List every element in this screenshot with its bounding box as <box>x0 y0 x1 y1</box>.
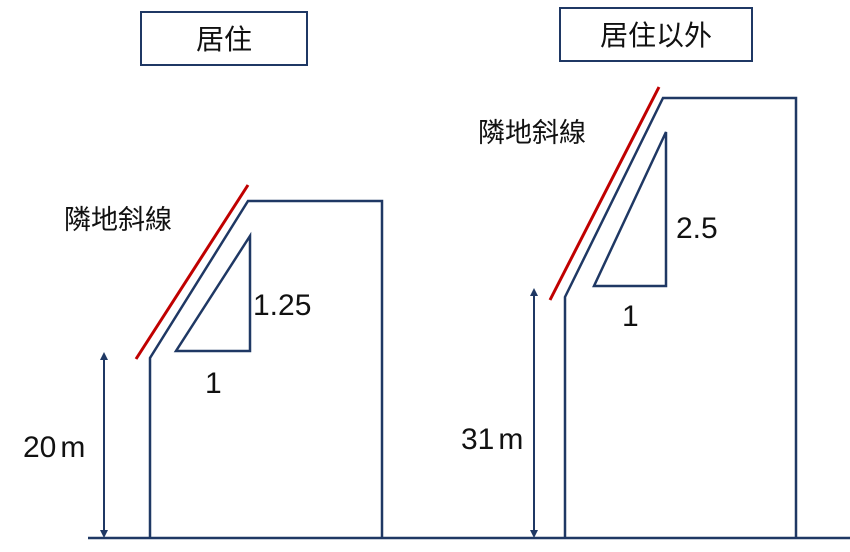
left-slope-triangle <box>173 231 252 353</box>
right-rise-label: 2.5 <box>676 212 718 245</box>
left-slope-line <box>134 184 250 360</box>
right-slope-line <box>548 86 661 301</box>
left-rise-label: 1.25 <box>253 289 311 322</box>
right-building-outline <box>563 96 798 538</box>
left-title: 居住 <box>196 23 252 56</box>
right-slope-label: 隣地斜線 <box>478 118 586 149</box>
left-title-box <box>140 11 308 66</box>
left-height-unit: m <box>60 431 85 464</box>
left-run-label: 1 <box>205 367 222 400</box>
left-slope-label: 隣地斜線 <box>64 205 172 236</box>
right-title-box <box>559 7 753 62</box>
right-title: 居住以外 <box>600 19 712 52</box>
left-building-outline <box>148 199 384 538</box>
right-run-label: 1 <box>622 300 639 333</box>
left-height-value: 20 <box>23 431 56 464</box>
right-height-unit: m <box>498 423 523 456</box>
right-slope-triangle <box>592 131 668 288</box>
right-height-value: 31 <box>461 423 494 456</box>
